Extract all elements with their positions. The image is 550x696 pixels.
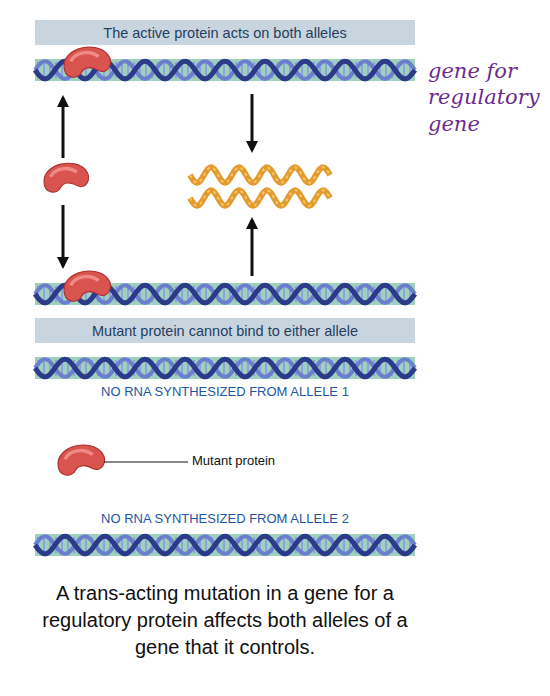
rna-strand-detail <box>190 167 330 182</box>
protein-body <box>44 163 88 192</box>
base-pair <box>205 360 207 376</box>
arrow <box>62 205 65 266</box>
base-pair <box>85 537 87 553</box>
protein-shape <box>64 271 111 301</box>
rna-strand <box>190 167 330 182</box>
base-pair <box>103 360 105 376</box>
protein-highlight <box>71 53 99 62</box>
header-band: Mutant protein cannot bind to either all… <box>35 318 415 343</box>
base-pair <box>343 286 345 302</box>
base-pair <box>163 537 165 553</box>
base-pair <box>325 286 327 302</box>
base-pair <box>145 537 147 553</box>
base-pair <box>43 537 45 553</box>
base-pair <box>283 62 285 78</box>
band-heading: The active protein acts on both alleles <box>103 25 346 41</box>
base-pair <box>205 537 207 553</box>
allele-note: NO RNA SYNTHESIZED FROM ALLELE 2 <box>35 511 415 527</box>
base-pair <box>385 360 387 376</box>
dna-strand <box>35 359 415 377</box>
base-pair <box>265 537 267 553</box>
base-pair <box>343 62 345 78</box>
base-pair <box>145 360 147 376</box>
base-pair <box>325 360 327 376</box>
base-pair <box>265 286 267 302</box>
arrow <box>251 220 254 276</box>
base-pair <box>145 286 147 302</box>
arrow <box>62 98 65 158</box>
protein-highlight <box>71 277 99 286</box>
handwritten-note: gene for regulatory gene <box>428 58 533 137</box>
protein-shape <box>64 47 111 77</box>
protein-shape <box>58 445 105 475</box>
leader-line <box>104 461 188 462</box>
protein-body <box>64 47 111 77</box>
base-pair <box>283 286 285 302</box>
protein-highlight <box>51 169 77 177</box>
base-pair <box>385 286 387 302</box>
base-pair <box>145 62 147 78</box>
base-pair <box>403 360 405 376</box>
base-pair <box>163 62 165 78</box>
base-pair <box>223 62 225 78</box>
rna-strand <box>190 190 330 205</box>
dna-helix <box>35 534 415 556</box>
base-pair <box>163 360 165 376</box>
header-band: The active protein acts on both alleles <box>35 20 415 45</box>
base-pair <box>223 286 225 302</box>
protein-body <box>64 271 111 301</box>
rna-strand-detail <box>190 190 330 205</box>
base-pair <box>325 537 327 553</box>
base-pair <box>103 537 105 553</box>
base-pair <box>325 62 327 78</box>
figure-caption: A trans-acting mutation in a gene for a … <box>30 580 420 661</box>
base-pair <box>343 360 345 376</box>
base-pair <box>385 62 387 78</box>
base-pair <box>265 62 267 78</box>
base-pair <box>265 360 267 376</box>
dna-strand <box>35 359 415 377</box>
dna-core <box>35 534 415 556</box>
protein-body <box>58 445 105 475</box>
base-pair <box>43 286 45 302</box>
base-pair <box>163 286 165 302</box>
base-pair <box>403 286 405 302</box>
protein-shape <box>44 163 88 192</box>
arrow <box>251 94 254 150</box>
base-pair <box>283 537 285 553</box>
base-pair <box>205 286 207 302</box>
base-pair <box>385 537 387 553</box>
allele-note: NO RNA SYNTHESIZED FROM ALLELE 1 <box>35 384 415 400</box>
dna-strand <box>35 536 415 554</box>
base-pair <box>223 360 225 376</box>
part-label: Mutant protein <box>192 453 352 469</box>
base-pair <box>403 537 405 553</box>
base-pair <box>205 62 207 78</box>
base-pair <box>283 360 285 376</box>
dna-core <box>35 357 415 379</box>
base-pair <box>43 360 45 376</box>
base-pair <box>43 62 45 78</box>
base-pair <box>223 537 225 553</box>
dna-helix <box>35 357 415 379</box>
base-pair <box>343 537 345 553</box>
protein-highlight <box>65 451 93 460</box>
base-pair <box>403 62 405 78</box>
band-heading: Mutant protein cannot bind to either all… <box>92 323 358 339</box>
dna-strand <box>35 536 415 554</box>
base-pair <box>85 360 87 376</box>
